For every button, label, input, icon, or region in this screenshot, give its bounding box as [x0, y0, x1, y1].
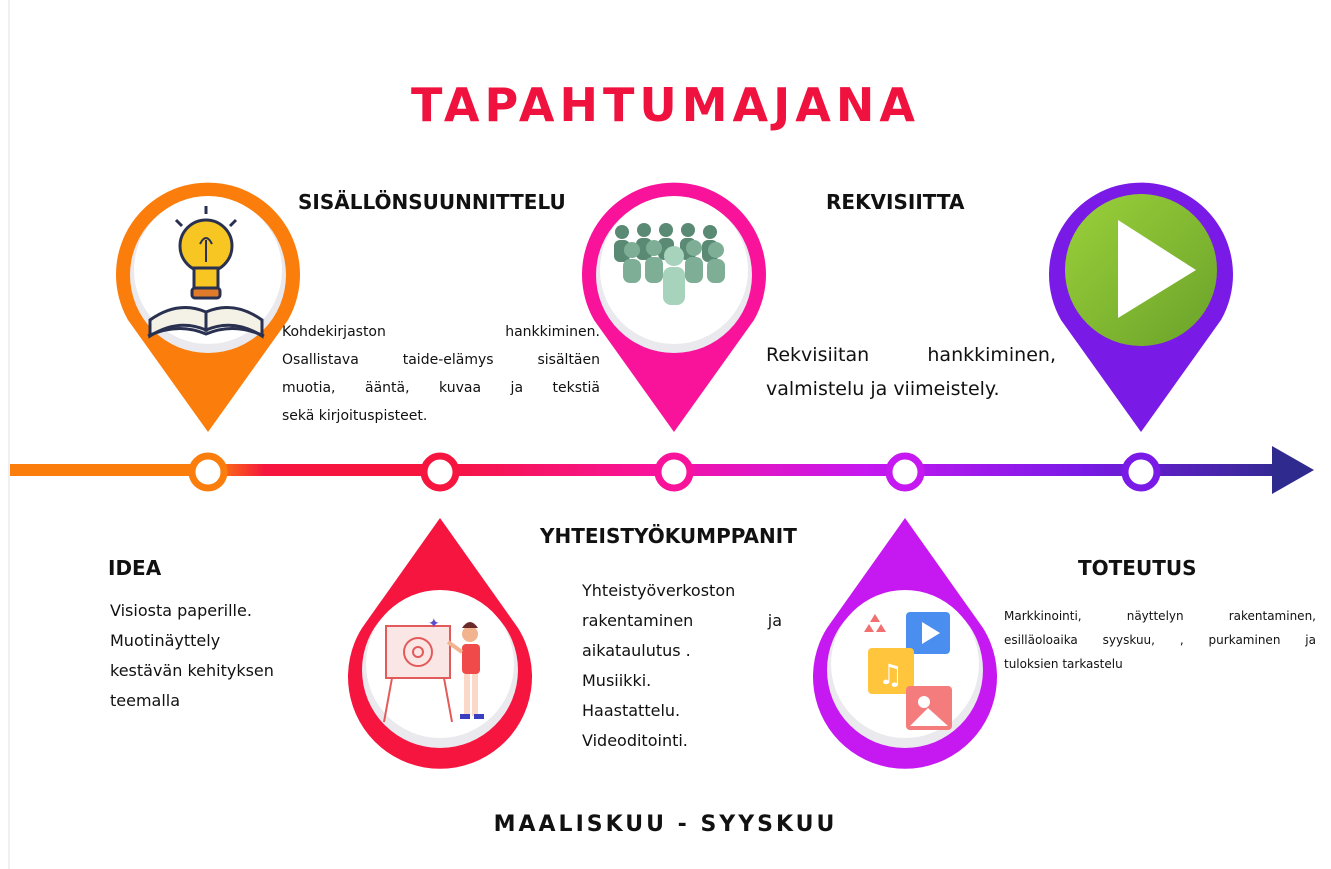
pin-rekvisiitta: ♫ — [813, 518, 998, 769]
description-line: esilläoloaika syyskuu, , purkaminen ja — [1004, 633, 1316, 647]
pin-sisallonsuunnittelu: ✦ — [348, 518, 532, 769]
description-line: sekä kirjoituspisteet. — [282, 408, 428, 424]
timeline-node-idea — [188, 452, 228, 492]
description-line: tuloksien tarkastelu — [1004, 657, 1123, 671]
stage-title-idea: IDEA — [108, 556, 162, 580]
stage-description-yhteistyokumppanit: Yhteistyöverkoston rakentaminen ja aikat… — [582, 576, 782, 756]
date-range-footer: MAALISKUU - SYYSKUU — [493, 812, 838, 837]
description-line: Osallistava taide-elämys sisältäen — [282, 352, 600, 368]
description-line: muotia, ääntä, kuvaa ja tekstiä — [282, 380, 600, 396]
description-line: rakentaminen ja — [582, 611, 782, 630]
description-line: Muotinäyttely — [110, 631, 221, 650]
description-line: Rekvisiitan hankkiminen, — [766, 344, 1056, 366]
stage-title-toteutus: TOTEUTUS — [1078, 556, 1197, 580]
presentation-board-icon: ✦ — [383, 616, 484, 723]
description-line: valmistelu ja viimeistely. — [766, 378, 1000, 400]
pin-toteutus — [1049, 182, 1233, 432]
pin-idea — [115, 182, 300, 432]
stage-description-toteutus: Markkinointi, näyttelyn rakentaminen, es… — [1004, 604, 1316, 676]
timeline-node-sisallonsuunnittelu — [420, 452, 460, 492]
stage-description-rekvisiitta: Rekvisiitan hankkiminen, valmistelu ja v… — [766, 338, 1056, 406]
description-line: Musiikki. — [582, 671, 652, 690]
timeline-node-rekvisiitta — [885, 452, 925, 492]
page-edge-rule — [8, 0, 10, 869]
stage-description-idea: Visiosta paperille. Muotinäyttely kestäv… — [110, 596, 320, 716]
stage-title-yhteistyokumppanit: YHTEISTYÖKUMPPANIT — [540, 524, 797, 548]
stage-title-sisallonsuunnittelu: SISÄLLÖNSUUNNITTELU — [298, 190, 566, 214]
stage-title-rekvisiitta: REKVISIITTA — [826, 190, 965, 214]
play-button-icon — [1118, 220, 1196, 318]
svg-text:♫: ♫ — [878, 658, 903, 691]
description-line: Visiosta paperille. — [110, 601, 252, 620]
lightbulb-book-icon — [147, 206, 265, 339]
timeline-arrow-head — [1272, 446, 1314, 494]
group-of-people-icon — [614, 223, 725, 305]
pin-yhteistyokumppanit — [581, 182, 766, 432]
description-line: Markkinointi, näyttelyn rakentaminen, — [1004, 609, 1316, 623]
page-title: TAPAHTUMAJANA — [411, 78, 920, 132]
description-line: Kohdekirjaston hankkiminen. — [282, 324, 600, 340]
stage-description-sisallonsuunnittelu: Kohdekirjaston hankkiminen. Osallistava … — [282, 318, 600, 430]
svg-text:✦: ✦ — [428, 616, 440, 632]
description-line: Yhteistyöverkoston — [582, 581, 736, 600]
description-line: kestävän kehityksen — [110, 661, 274, 680]
description-line: Haastattelu. — [582, 701, 681, 720]
timeline-node-toteutus — [1121, 452, 1161, 492]
timeline-line — [10, 464, 1286, 476]
timeline-node-yhteistyokumppanit — [654, 452, 694, 492]
description-line: Videoditointi. — [582, 731, 688, 750]
description-line: teemalla — [110, 691, 181, 710]
description-line: aikataulutus . — [582, 641, 691, 660]
media-files-icon: ♫ — [864, 612, 952, 730]
